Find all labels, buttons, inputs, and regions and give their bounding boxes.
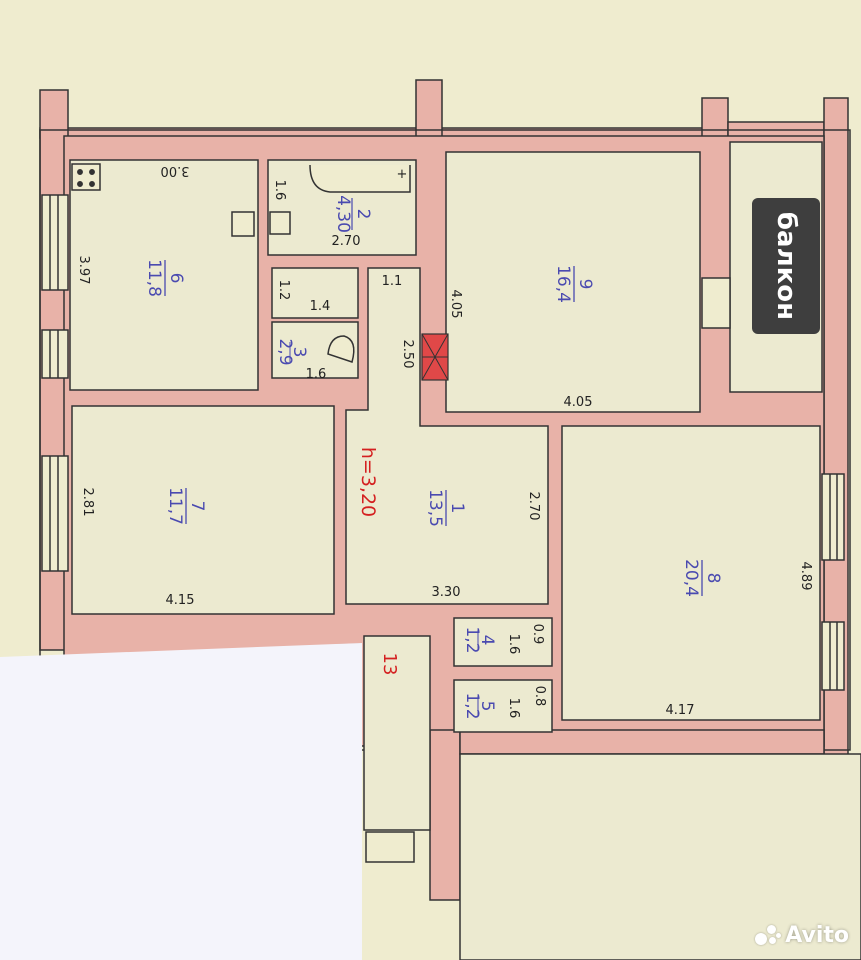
- ceiling-height: h=3,20: [357, 447, 379, 517]
- room-9: [445, 151, 701, 413]
- room-6-area: 11,8: [144, 259, 164, 297]
- avito-watermark: Avito: [755, 923, 849, 948]
- dim-room4-width: 1.6: [506, 634, 521, 655]
- dim-room2-width: 2.70: [332, 234, 361, 249]
- room-3-number: 3: [289, 347, 309, 358]
- basin-icon: [269, 211, 291, 235]
- dim-room2-height: 1.6: [272, 180, 287, 201]
- room-4-area: 1,2: [462, 626, 482, 653]
- room-8-number: 8: [703, 573, 723, 584]
- room-5-number: 5: [477, 701, 497, 712]
- room-1: [345, 267, 549, 605]
- dim-room7-width: 4.15: [166, 593, 195, 608]
- room-corridor-small: [271, 267, 359, 319]
- room-6-number: 6: [166, 273, 186, 284]
- windows: [41, 194, 845, 863]
- room-lower-right: [459, 753, 861, 960]
- avito-logo-icon: [755, 924, 782, 947]
- vent-shaft: [421, 333, 449, 381]
- room-9-area: 16,4: [553, 265, 573, 303]
- room-labels: 611,8 24,30 32,9 916,4 711,7 113,5 820,4…: [144, 195, 723, 719]
- dim-room3-small: 1.2: [276, 280, 291, 301]
- room-7-area: 11,7: [165, 487, 185, 525]
- room-13-stair: [363, 635, 431, 831]
- dim-room5-width: 1.6: [506, 698, 521, 719]
- room-4-number: 4: [477, 635, 497, 646]
- dim-room1-width: 3.30: [432, 585, 461, 600]
- balcony-label: балкон: [752, 198, 820, 334]
- dim-room3-width: 1.4: [310, 299, 331, 314]
- stove-icon: [71, 163, 101, 191]
- dim-corridor: 1.1: [382, 274, 403, 289]
- room-9-number: 9: [575, 279, 595, 290]
- room-5: [453, 679, 553, 733]
- paper-sheet-overlay: [0, 643, 362, 960]
- dimension-labels: 3.00 3.97 2.70 1.6 + 1.1 1.2 1.4 1.6 4.0…: [76, 163, 813, 718]
- apartment-number: 13: [379, 653, 400, 676]
- room-2-number: 2: [353, 209, 373, 220]
- balcony-label-text: балкон: [771, 211, 801, 321]
- dim-room6-width: 3.00: [161, 163, 190, 178]
- room-8: [561, 425, 821, 721]
- room-2-area: 4,30: [333, 195, 353, 233]
- fixtures: [71, 163, 411, 363]
- room-7-number: 7: [187, 501, 207, 512]
- room-6: [69, 159, 259, 391]
- dim-room8-height: 4.89: [798, 562, 813, 591]
- room-8-area: 20,4: [681, 559, 701, 597]
- dim-room6-height: 3.97: [76, 256, 91, 285]
- toilet-icon: [327, 335, 355, 363]
- sink-icon: [231, 211, 255, 237]
- room-1-number: 1: [447, 503, 467, 514]
- dim-room3-width2: 1.6: [306, 367, 327, 382]
- room-1-area: 13,5: [425, 489, 445, 527]
- bathtub-icon: [309, 164, 411, 193]
- dim-hall: 2.50: [400, 340, 415, 369]
- dim-room5-height: 0.8: [532, 686, 547, 707]
- avito-watermark-text: Avito: [785, 923, 849, 948]
- outlet-mark: +: [397, 167, 408, 182]
- room-4: [453, 617, 553, 667]
- room-5-area: 1,2: [462, 692, 482, 719]
- dim-room1-height: 2.70: [526, 492, 541, 521]
- dim-room9-width: 4.05: [564, 395, 593, 410]
- dim-room4-height: 0.9: [530, 624, 545, 645]
- dim-room7-height: 2.81: [80, 488, 95, 517]
- dim-room8-width: 4.17: [666, 703, 695, 718]
- room-7: [71, 405, 335, 615]
- dim-room9-height: 4.05: [448, 290, 463, 319]
- room-3-area: 2,9: [275, 338, 295, 365]
